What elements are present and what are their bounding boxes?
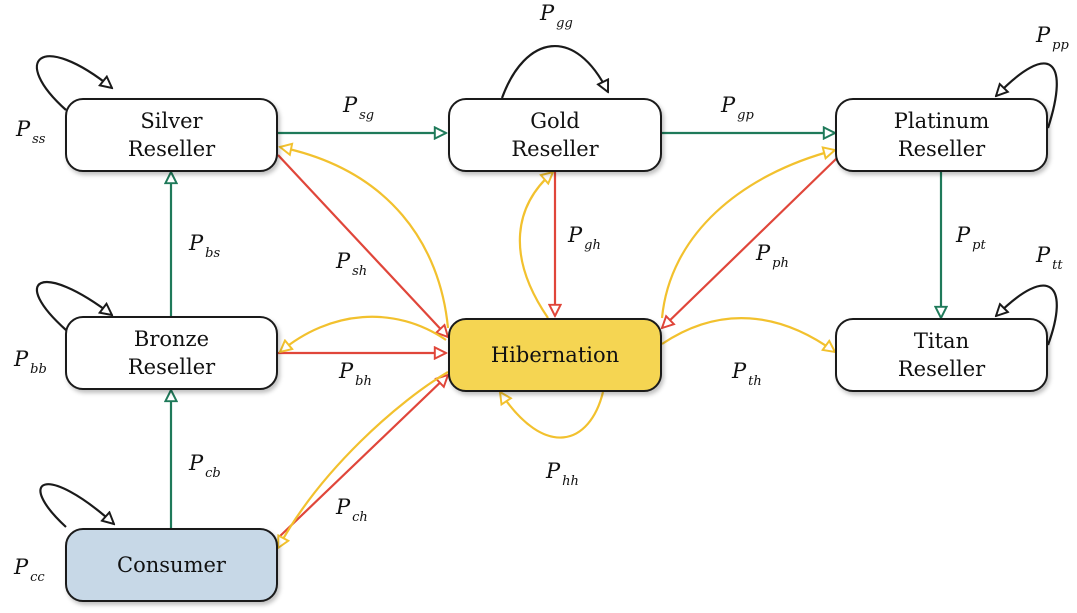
state-titan-reseller: Titan Reseller <box>835 318 1048 392</box>
edge-hh <box>500 392 605 439</box>
edge-ch <box>277 375 448 539</box>
state-gold-reseller: Gold Reseller <box>448 98 662 172</box>
state-label: Consumer <box>117 553 226 577</box>
edge-sh <box>277 154 448 337</box>
edge-hg <box>518 172 553 319</box>
state-silver-reseller: Silver Reseller <box>65 98 278 172</box>
edge-hs <box>280 147 450 329</box>
edge-gg <box>500 45 608 99</box>
edge-cc <box>39 483 114 528</box>
state-label: Platinum Reseller <box>893 109 990 161</box>
edge-tt <box>996 284 1058 346</box>
edge-ht <box>661 317 835 352</box>
state-label: Bronze Reseller <box>127 327 216 379</box>
edge-hb <box>280 315 447 352</box>
edge-hp <box>660 150 835 319</box>
state-bronze-reseller: Bronze Reseller <box>65 316 278 390</box>
edge-ss <box>35 55 112 111</box>
state-label: Titan Reseller <box>897 329 986 381</box>
state-platinum-reseller: Platinum Reseller <box>835 98 1048 172</box>
edge-hc <box>278 371 449 548</box>
state-label: Hibernation <box>490 343 620 367</box>
state-hibernation: Hibernation <box>448 318 662 392</box>
state-label: Silver Reseller <box>127 109 216 161</box>
edge-pp <box>996 62 1058 129</box>
edge-ph <box>662 157 838 328</box>
edge-bb <box>35 281 112 331</box>
state-consumer: Consumer <box>65 528 278 602</box>
state-label: Gold Reseller <box>511 109 599 161</box>
